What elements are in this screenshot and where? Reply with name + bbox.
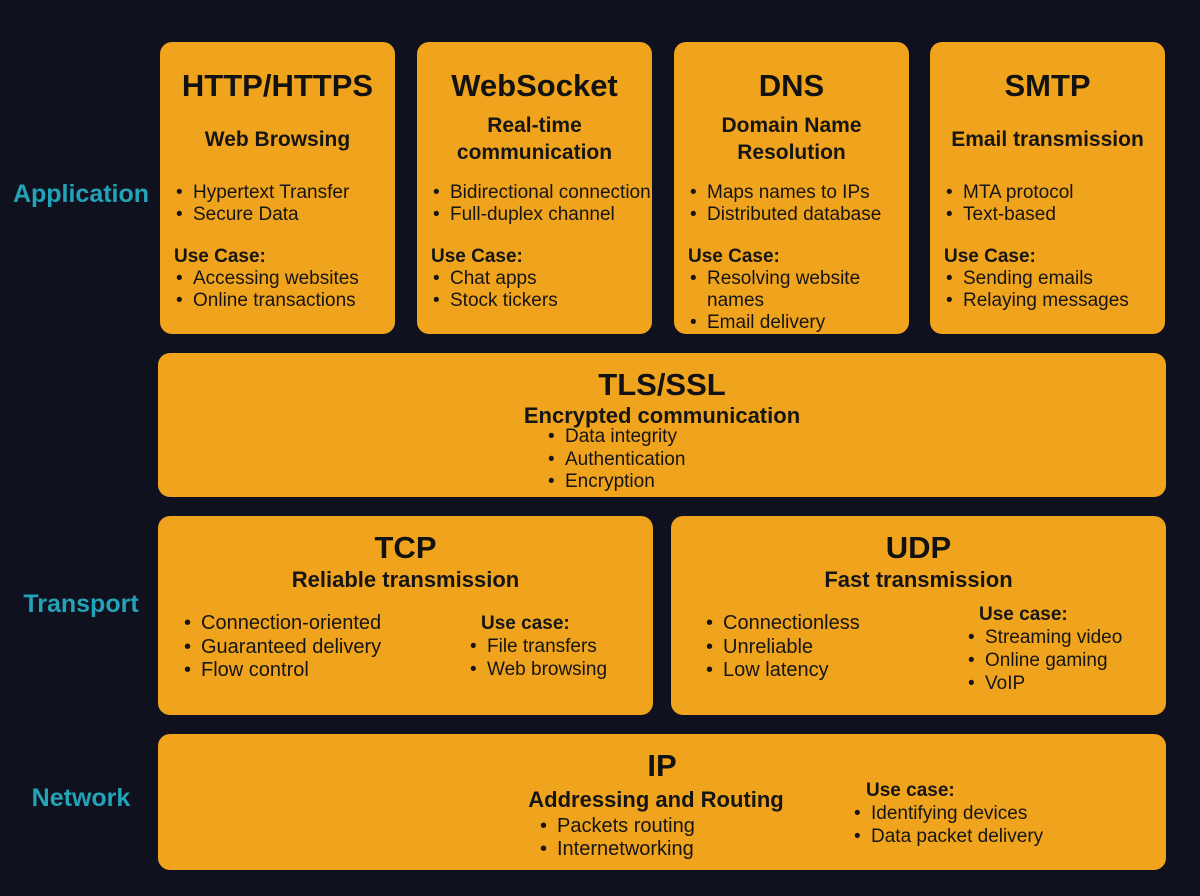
use-case-item: Stock tickers bbox=[431, 290, 558, 312]
use-case-item: Online transactions bbox=[174, 290, 359, 312]
use-case-heading: Use case: bbox=[866, 780, 955, 801]
protocol-title: DNS bbox=[758, 68, 825, 103]
use-case-heading: Use case: bbox=[481, 613, 570, 634]
feature-item: Distributed database bbox=[688, 204, 881, 226]
protocol-title: UDP bbox=[885, 530, 952, 565]
protocol-card-tls: TLS/SSL Encrypted communication Data int… bbox=[158, 353, 1166, 497]
use-case-heading: Use Case: bbox=[431, 246, 523, 267]
use-case-item: File transfers bbox=[468, 635, 607, 658]
protocol-subtitle: Addressing and Routing bbox=[528, 787, 784, 812]
protocol-title: SMTP bbox=[1004, 68, 1091, 103]
use-case-item: Data packet delivery bbox=[852, 825, 1043, 848]
feature-list: Packets routing Internetworking bbox=[538, 815, 695, 861]
feature-item: Text-based bbox=[944, 204, 1074, 226]
use-case-block: Use case: Streaming video Online gaming … bbox=[966, 603, 1122, 695]
feature-item: Encryption bbox=[546, 471, 685, 494]
protocol-title: TLS/SSL bbox=[598, 367, 726, 402]
use-case-item: Relaying messages bbox=[944, 290, 1129, 312]
protocol-subtitle: Domain Name Resolution bbox=[721, 114, 862, 164]
use-case-list: Streaming video Online gaming VoIP bbox=[966, 626, 1122, 695]
use-case-item: Streaming video bbox=[966, 626, 1122, 649]
use-case-item: Chat apps bbox=[431, 268, 558, 290]
feature-item: Connectionless bbox=[704, 612, 860, 636]
use-case-block: Use Case: Chat apps Stock tickers bbox=[431, 246, 558, 312]
protocol-card-websocket: WebSocket Real-time communication Bidire… bbox=[417, 42, 652, 334]
feature-list: Maps names to IPs Distributed database bbox=[688, 182, 881, 226]
use-case-block: Use Case: Resolving website names Email … bbox=[688, 246, 909, 334]
layer-label-network: Network bbox=[31, 784, 131, 812]
feature-list: MTA protocol Text-based bbox=[944, 182, 1074, 226]
feature-item: Internetworking bbox=[538, 838, 695, 861]
protocol-subtitle: Reliable transmission bbox=[291, 567, 520, 592]
feature-list: Connectionless Unreliable Low latency bbox=[704, 612, 860, 683]
use-case-list: Chat apps Stock tickers bbox=[431, 268, 558, 312]
protocol-card-smtp: SMTP Email transmission MTA protocol Tex… bbox=[930, 42, 1165, 334]
use-case-item: Email delivery bbox=[688, 312, 909, 334]
protocol-subtitle: Fast transmission bbox=[824, 567, 1013, 592]
feature-item: Data integrity bbox=[546, 426, 685, 449]
protocol-subtitle: Encrypted communication bbox=[523, 403, 801, 428]
feature-item: Unreliable bbox=[704, 636, 860, 660]
feature-list: Bidirectional connection Full-duplex cha… bbox=[431, 182, 651, 226]
use-case-item: Identifying devices bbox=[852, 802, 1043, 825]
layer-label-transport: Transport bbox=[23, 590, 139, 618]
protocol-card-tcp: TCP Reliable transmission Connection-ori… bbox=[158, 516, 653, 715]
use-case-list: Sending emails Relaying messages bbox=[944, 268, 1129, 312]
use-case-item: VoIP bbox=[966, 672, 1122, 695]
feature-list: Connection-oriented Guaranteed delivery … bbox=[182, 612, 381, 683]
use-case-item: Sending emails bbox=[944, 268, 1129, 290]
use-case-heading: Use Case: bbox=[944, 246, 1036, 267]
feature-item: Flow control bbox=[182, 659, 381, 683]
feature-item: Authentication bbox=[546, 449, 685, 472]
use-case-item: Accessing websites bbox=[174, 268, 359, 290]
protocol-title: WebSocket bbox=[451, 68, 618, 103]
protocol-card-http: HTTP/HTTPS Web Browsing Hypertext Transf… bbox=[160, 42, 395, 334]
protocol-title: IP bbox=[647, 748, 677, 783]
feature-item: Hypertext Transfer bbox=[174, 182, 349, 204]
protocol-title: TCP bbox=[374, 530, 437, 565]
feature-item: Guaranteed delivery bbox=[182, 636, 381, 660]
use-case-block: Use case: Identifying devices Data packe… bbox=[852, 779, 1043, 848]
use-case-list: Accessing websites Online transactions bbox=[174, 268, 359, 312]
layer-label-application: Application bbox=[12, 180, 150, 208]
use-case-item: Online gaming bbox=[966, 649, 1122, 672]
feature-item: Full-duplex channel bbox=[431, 204, 651, 226]
use-case-block: Use Case: Sending emails Relaying messag… bbox=[944, 246, 1129, 312]
protocol-card-ip: IP Addressing and Routing Packets routin… bbox=[158, 734, 1166, 870]
use-case-block: Use case: File transfers Web browsing bbox=[468, 612, 607, 681]
feature-item: MTA protocol bbox=[944, 182, 1074, 204]
protocol-title: HTTP/HTTPS bbox=[181, 68, 374, 103]
feature-item: Maps names to IPs bbox=[688, 182, 881, 204]
protocol-card-udp: UDP Fast transmission Connectionless Unr… bbox=[671, 516, 1166, 715]
use-case-heading: Use case: bbox=[979, 604, 1068, 625]
feature-item: Packets routing bbox=[538, 815, 695, 838]
use-case-list: Resolving website names Email delivery bbox=[688, 268, 909, 334]
use-case-list: File transfers Web browsing bbox=[468, 635, 607, 681]
feature-item: Low latency bbox=[704, 659, 860, 683]
feature-item: Connection-oriented bbox=[182, 612, 381, 636]
protocol-subtitle: Email transmission bbox=[951, 127, 1144, 151]
feature-item: Secure Data bbox=[174, 204, 349, 226]
protocol-subtitle: Real-time communication bbox=[456, 114, 613, 164]
use-case-block: Use Case: Accessing websites Online tran… bbox=[174, 246, 359, 312]
feature-list: Hypertext Transfer Secure Data bbox=[174, 182, 349, 226]
protocol-subtitle: Web Browsing bbox=[204, 127, 351, 151]
feature-list: Data integrity Authentication Encryption bbox=[546, 426, 685, 494]
use-case-heading: Use Case: bbox=[688, 246, 780, 267]
protocol-card-dns: DNS Domain Name Resolution Maps names to… bbox=[674, 42, 909, 334]
use-case-heading: Use Case: bbox=[174, 246, 266, 267]
use-case-list: Identifying devices Data packet delivery bbox=[852, 802, 1043, 848]
use-case-item: Web browsing bbox=[468, 658, 607, 681]
use-case-item: Resolving website names bbox=[688, 268, 909, 312]
feature-item: Bidirectional connection bbox=[431, 182, 651, 204]
